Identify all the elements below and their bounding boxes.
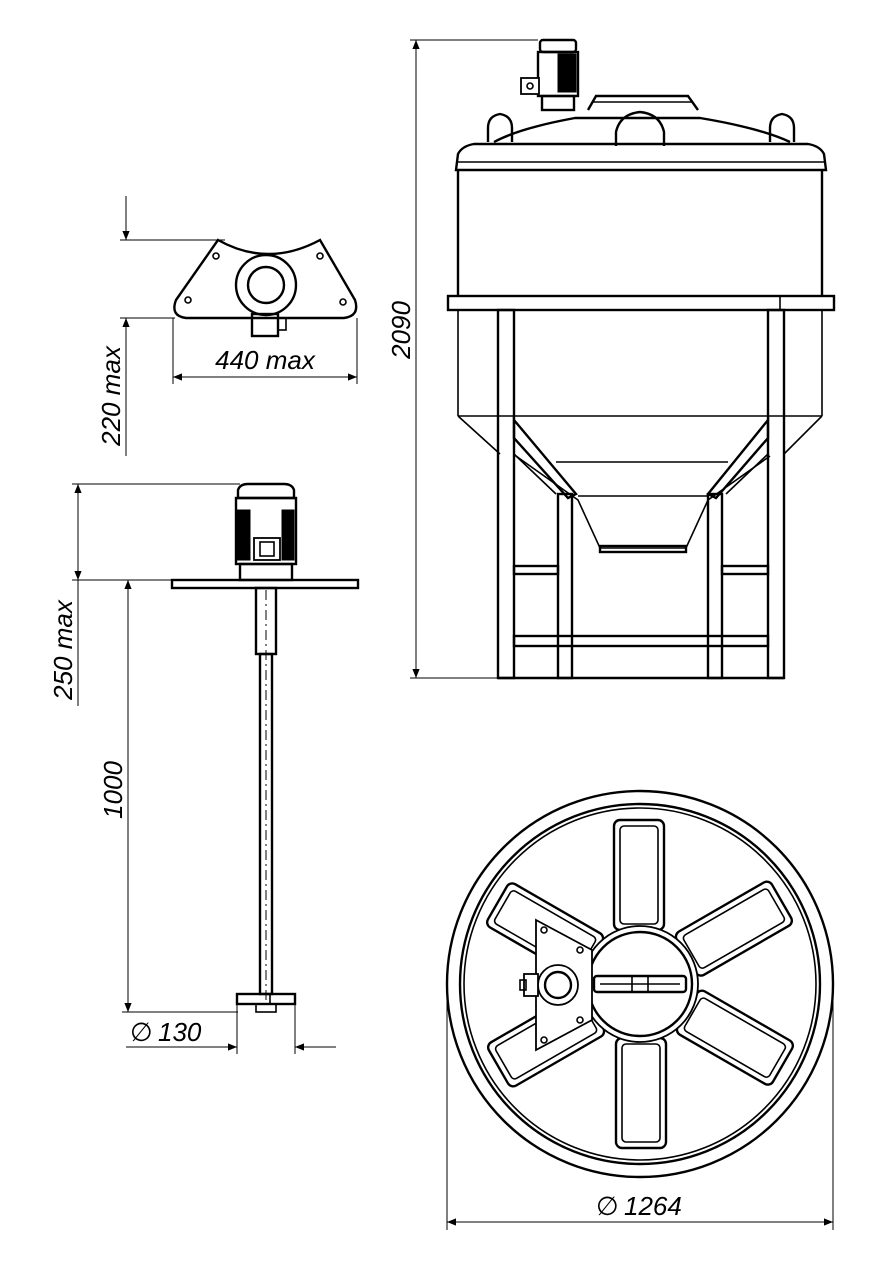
mixer-dimensions: 250 max 1000 ∅ 130 [48,483,336,1054]
tank-diameter-label: 1264 [624,1191,682,1221]
impeller-diameter-label: 130 [158,1017,202,1047]
tank-height-label: 2090 [386,301,416,360]
diameter-symbol: ∅ [130,1017,153,1047]
mixer-side-view [170,482,360,1013]
tank-diameter-dimension: ∅ 1264 [446,984,834,1230]
mounting-bracket-view [173,238,358,338]
tank-top-view [445,789,835,1179]
shaft-length-label: 1000 [98,761,128,819]
bracket-dimensions: 440 max 220 max [96,196,358,456]
tank-side-view [446,38,836,680]
diameter-symbol: ∅ [596,1191,619,1221]
bracket-height-label: 220 max [96,345,126,447]
bracket-width-label: 440 max [215,345,316,375]
tank-height-dimension: 2090 [386,39,538,679]
motor-height-label: 250 max [48,599,78,701]
